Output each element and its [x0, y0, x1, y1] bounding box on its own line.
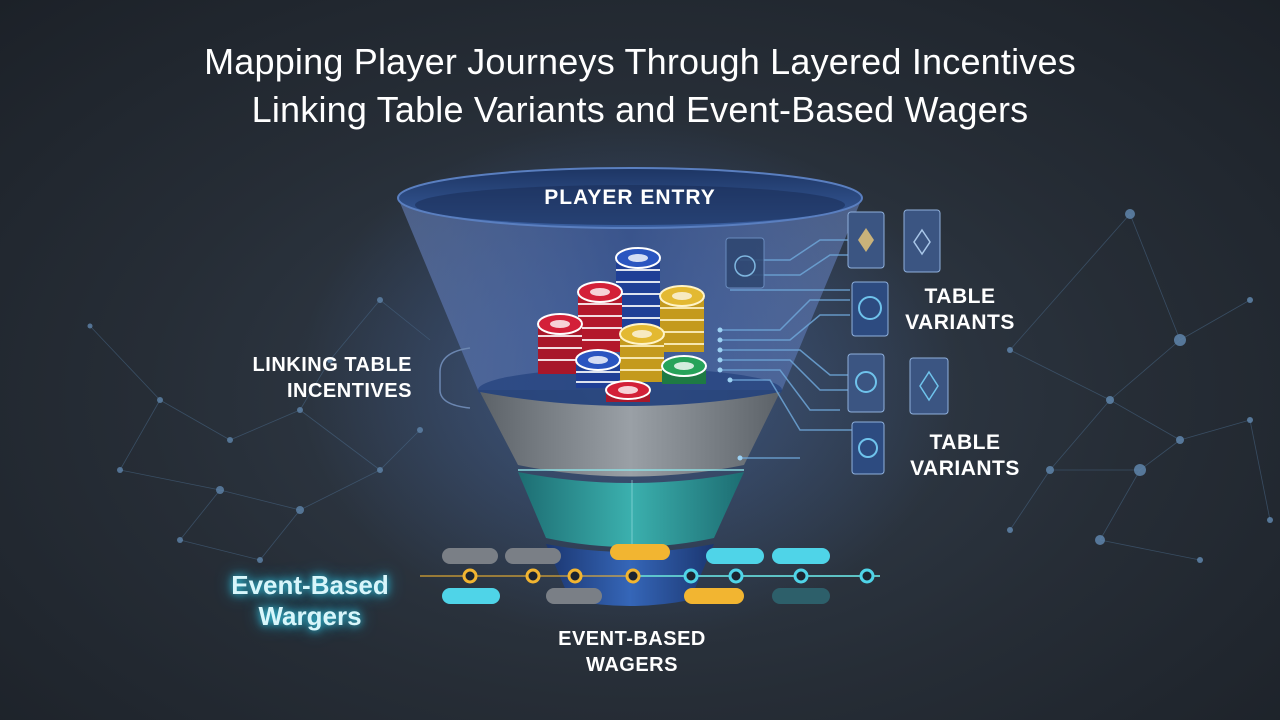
table-variants-1-line-1: TABLE [924, 285, 996, 308]
table-variants-label-1: TABLE VARIANTS [880, 284, 1040, 336]
network-left [89, 299, 431, 561]
network-right [1009, 213, 1271, 561]
event-node-icon [420, 544, 880, 604]
title-line-2: Linking Table Variants and Event-Based W… [251, 89, 1029, 130]
linking-label-line-1: LINKING TABLE [252, 354, 412, 376]
event-based-wargers-glow-label: Event-Based Wargers [205, 570, 415, 632]
linking-bracket [439, 347, 471, 409]
funnel-gray-band [480, 392, 780, 477]
event-left-line-1: Event-Based [231, 570, 389, 600]
event-bottom-line-1: EVENT-BASED [558, 628, 706, 650]
linking-label-line-2: INCENTIVES [286, 380, 412, 402]
table-variants-1-line-2: VARIANTS [905, 311, 1015, 334]
funnel-teal-band [518, 472, 744, 547]
event-based-wagers-label: EVENT-BASED WAGERS [520, 626, 744, 678]
player-entry-label: PLAYER ENTRY [544, 186, 716, 209]
card-panel-icon [725, 209, 949, 475]
table-variants-2-line-1: TABLE [929, 431, 1001, 454]
title-line-1: Mapping Player Journeys Through Layered … [204, 41, 1076, 82]
circuit-lines [720, 239, 880, 459]
event-bottom-line-2: WAGERS [586, 654, 678, 676]
page-title: Mapping Player Journeys Through Layered … [0, 38, 1280, 134]
poker-chip-stack-icon [537, 247, 707, 402]
table-variants-label-2: TABLE VARIANTS [880, 430, 1050, 482]
event-left-line-2: Wargers [258, 601, 362, 631]
table-variants-2-line-2: VARIANTS [910, 457, 1020, 480]
linking-table-incentives-label: LINKING TABLE INCENTIVES [190, 352, 412, 404]
